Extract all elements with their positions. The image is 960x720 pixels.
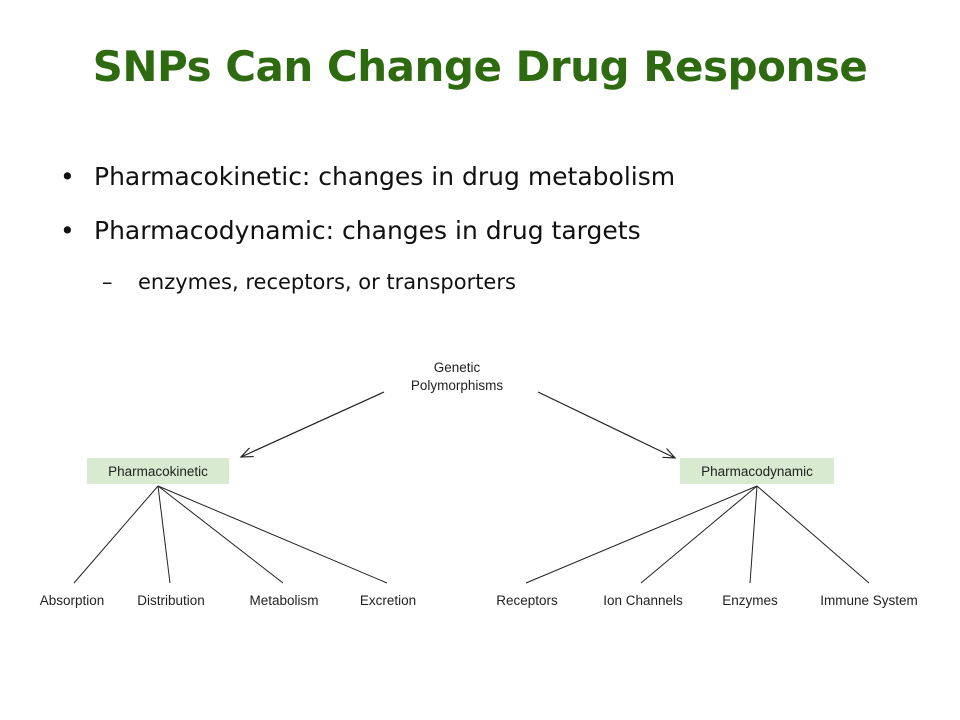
sub-bullet-item: – enzymes, receptors, or transporters	[60, 270, 920, 294]
connector-excretion	[157, 485, 388, 584]
root-node-line1: Genetic	[434, 360, 481, 375]
leaf-excretion: Excretion	[360, 593, 416, 608]
bullet-list: • Pharmacokinetic: changes in drug metab…	[60, 162, 920, 294]
bullet-marker: •	[60, 162, 75, 191]
pharmacodynamic-box	[680, 458, 834, 484]
connector-ion-channels	[640, 485, 758, 584]
connector-metabolism	[157, 485, 284, 584]
pharmacokinetic-box	[87, 458, 229, 484]
bullet-text: Pharmacodynamic: changes in drug targets	[94, 216, 641, 245]
slide-title: SNPs Can Change Drug Response	[92, 42, 868, 91]
sub-bullet-marker: –	[102, 270, 113, 294]
connector-receptors	[525, 485, 758, 584]
bullet-item: • Pharmacodynamic: changes in drug targe…	[60, 216, 920, 270]
bullet-text: Pharmacokinetic: changes in drug metabol…	[94, 162, 676, 191]
connector-immune-system	[756, 485, 870, 584]
leaf-distribution: Distribution	[137, 593, 205, 608]
connector-absorption	[73, 485, 159, 584]
connector-distribution	[157, 485, 171, 584]
pharmacodynamic-label: Pharmacodynamic	[701, 464, 813, 479]
pharmacokinetic-label: Pharmacokinetic	[108, 464, 208, 479]
bullet-marker: •	[60, 216, 75, 245]
leaf-immune-system: Immune System	[820, 593, 918, 608]
arrow-to-pharmacokinetic	[241, 391, 385, 457]
sub-bullet-text: enzymes, receptors, or transporters	[138, 270, 516, 294]
leaf-receptors: Receptors	[496, 593, 558, 608]
leaf-absorption: Absorption	[40, 593, 105, 608]
leaf-metabolism: Metabolism	[249, 593, 318, 608]
bullet-item: • Pharmacokinetic: changes in drug metab…	[60, 162, 920, 216]
leaf-ion-channels: Ion Channels	[603, 593, 683, 608]
arrow-to-pharmacodynamic	[537, 391, 675, 458]
connector-enzymes	[749, 485, 758, 584]
root-node-line2: Polymorphisms	[411, 378, 504, 393]
leaf-enzymes: Enzymes	[722, 593, 778, 608]
